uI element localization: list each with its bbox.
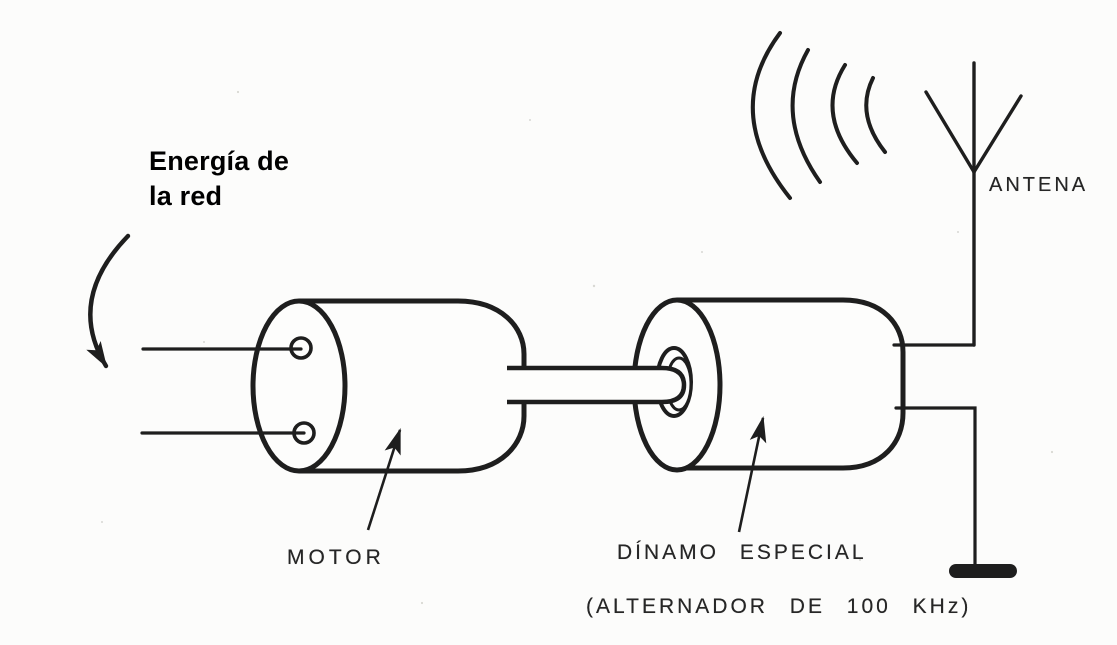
mains-energy-label-line2: la red bbox=[149, 181, 223, 211]
alternator-label: (ALTERNADOR DE 100 KHz) bbox=[586, 595, 972, 618]
wave-arc bbox=[830, 63, 859, 165]
mains-energy-label: Energía de la red bbox=[149, 144, 289, 214]
feeder-wires bbox=[892, 343, 977, 566]
wave-arc bbox=[864, 76, 887, 154]
feeder-wire-lower bbox=[894, 406, 977, 566]
antenna-icon bbox=[924, 61, 1023, 347]
dynamo-label: DÍNAMO ESPECIAL bbox=[617, 541, 867, 564]
antenna-arm-left bbox=[924, 90, 976, 174]
antenna-label: ANTENA bbox=[989, 174, 1089, 196]
mains-wires bbox=[140, 347, 306, 435]
motor-label: MOTOR bbox=[287, 546, 385, 569]
dynamo bbox=[631, 297, 906, 473]
radio-waves-icon bbox=[750, 31, 887, 200]
energy-arrow-icon bbox=[86, 233, 131, 369]
pointer-arrows bbox=[366, 415, 767, 533]
coupling-shaft bbox=[507, 365, 687, 405]
dynamo-body bbox=[677, 297, 906, 471]
motor-pointer-arrow bbox=[366, 427, 402, 531]
wave-arc bbox=[790, 48, 822, 184]
mains-energy-label-line1: Energía de bbox=[149, 146, 290, 176]
dynamo-pointer-arrow bbox=[737, 415, 767, 533]
antenna-arm-right bbox=[972, 94, 1023, 174]
ground-icon bbox=[949, 564, 1017, 578]
wave-arc bbox=[750, 31, 792, 200]
scan-noise bbox=[101, 90, 1054, 605]
motor-face bbox=[250, 298, 348, 474]
motor bbox=[250, 298, 527, 474]
